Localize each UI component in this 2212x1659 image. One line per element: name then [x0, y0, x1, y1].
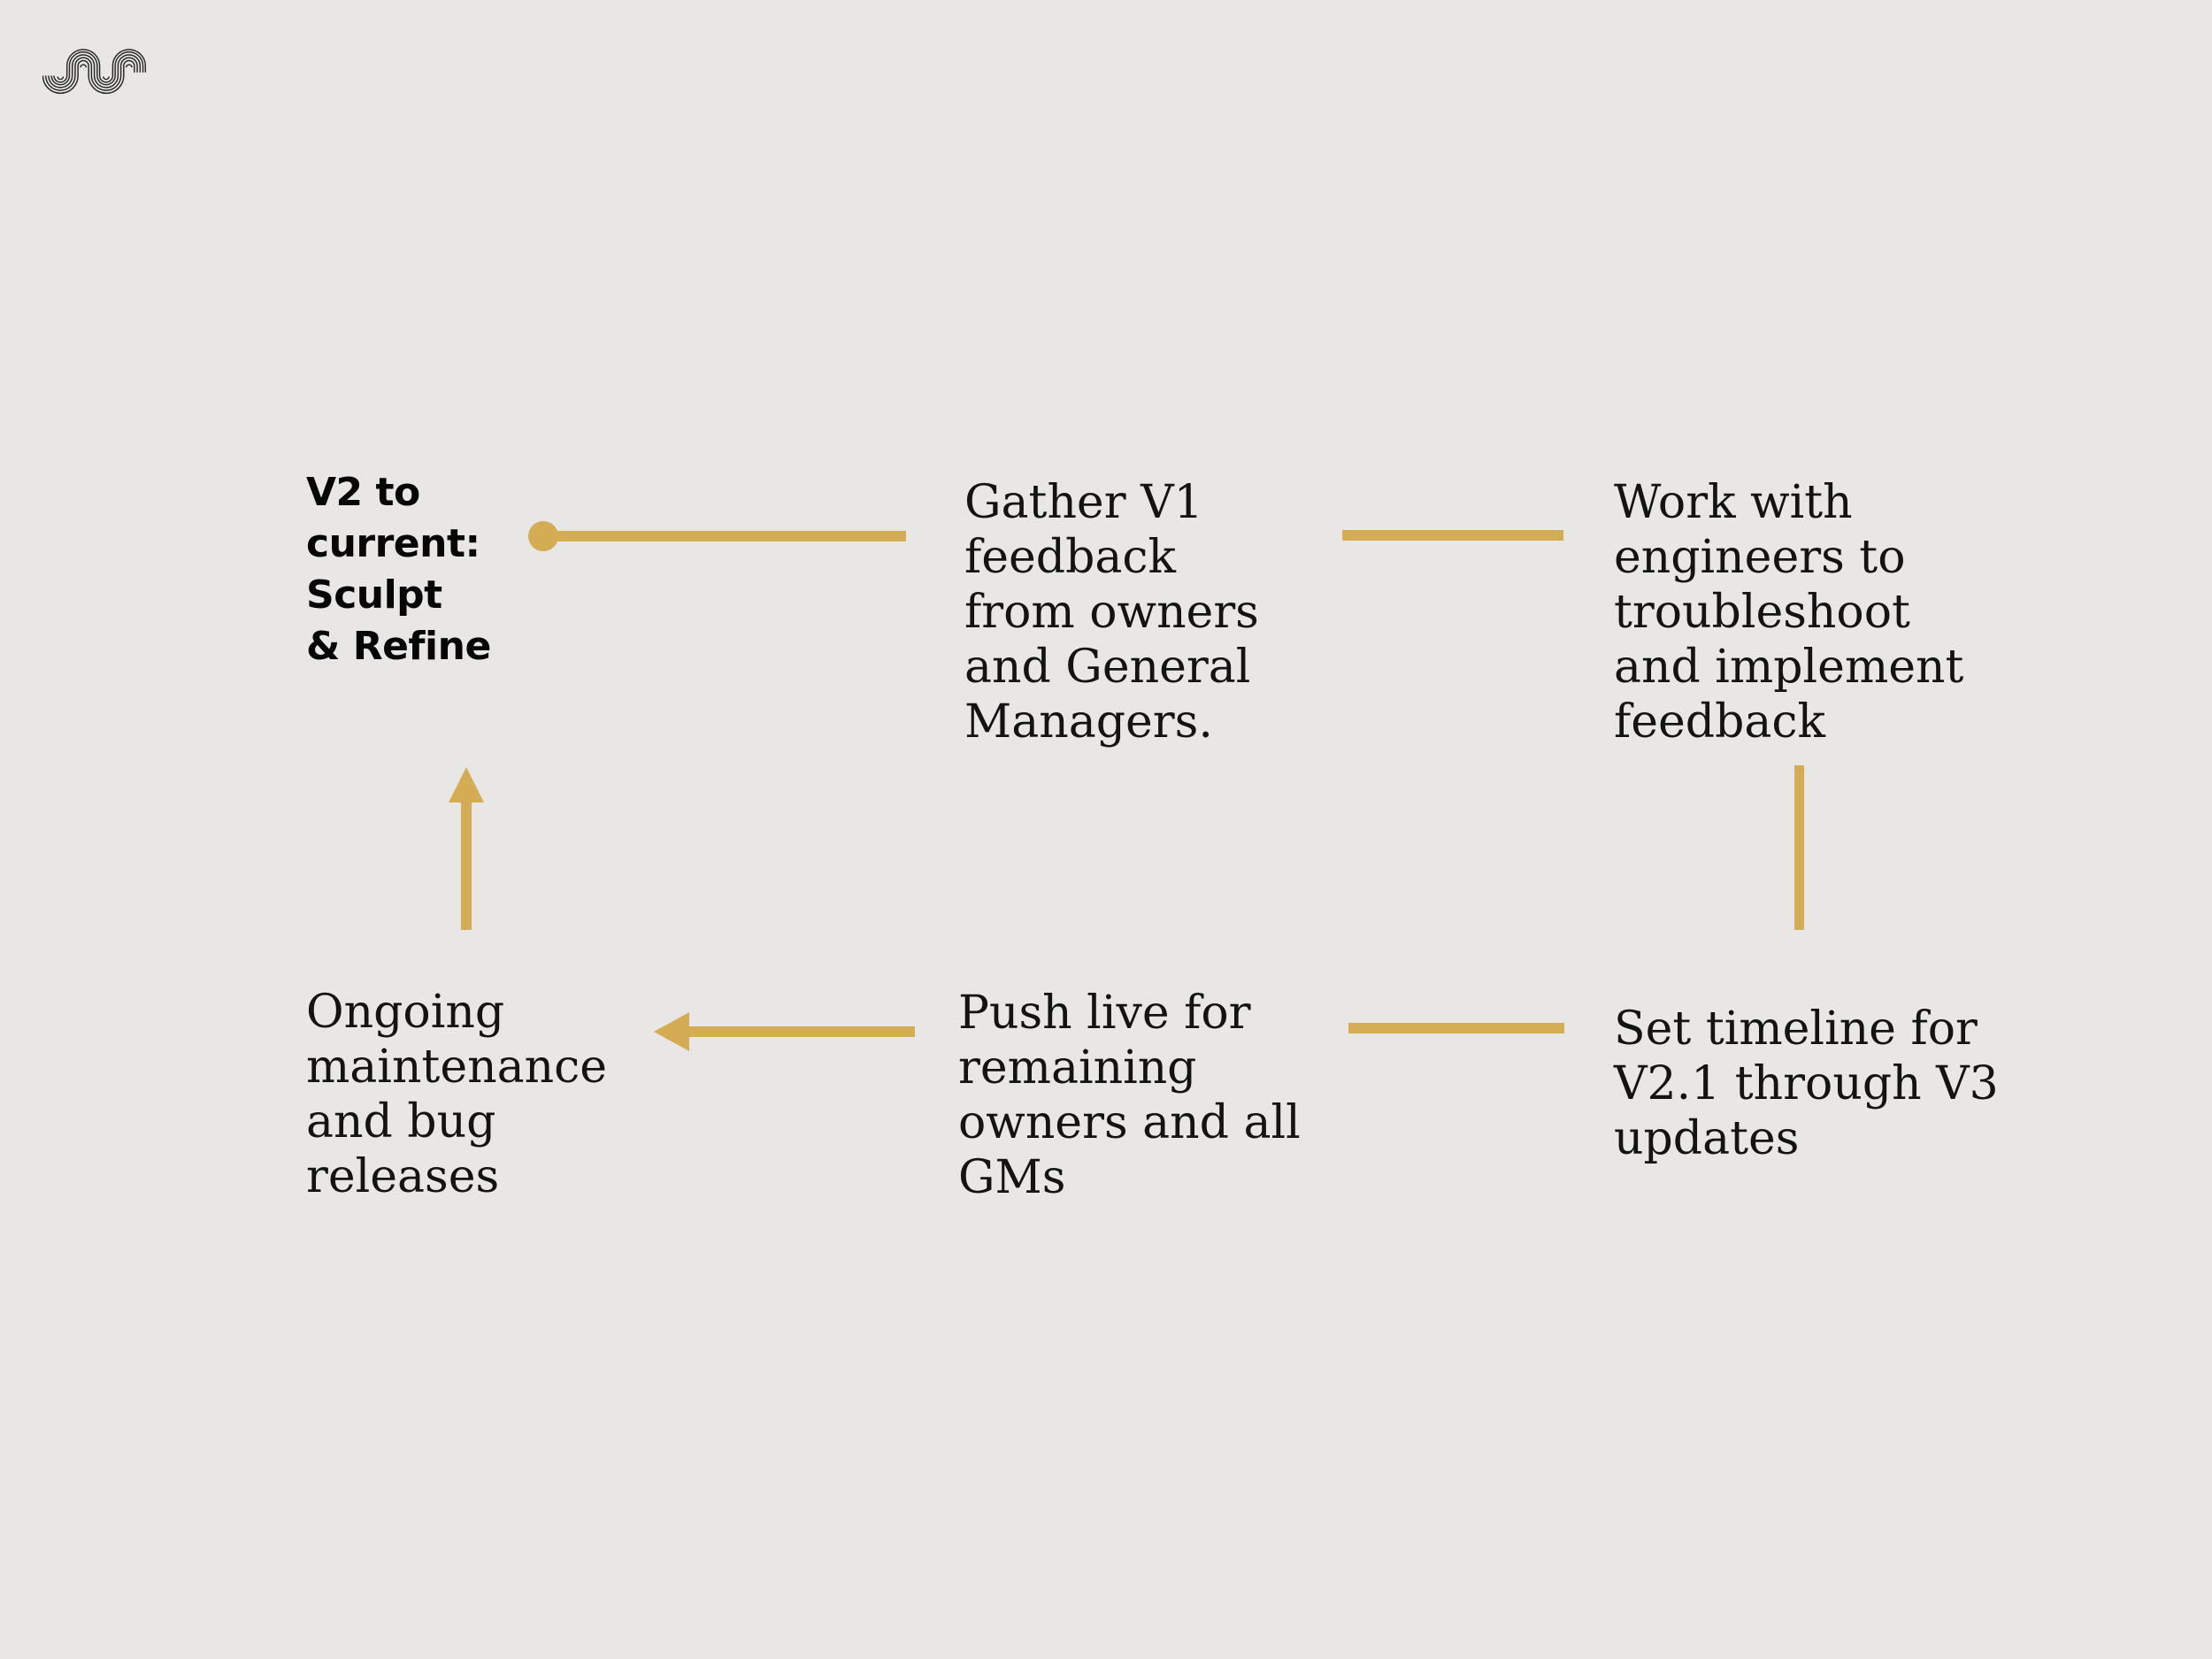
- connector-work-to-timeline: [1794, 765, 1804, 930]
- arrow-up-icon: [449, 767, 484, 803]
- arrow-shaft: [687, 1026, 915, 1037]
- step-text-ongoing-maintenance: Ongoing maintenance and bug releases: [306, 986, 607, 1203]
- connector-timeline-to-push: [1348, 1023, 1564, 1033]
- connector-line: [543, 531, 906, 541]
- step-text-gather-feedback: Gather V1 feedback from owners and Gener…: [964, 476, 1259, 749]
- step-text-set-timeline: Set timeline for V2.1 through V3 updates: [1614, 1002, 1999, 1165]
- phase-title: V2 to current: Sculpt & Refine: [306, 470, 491, 669]
- wave-monogram-logo-icon: [42, 49, 147, 95]
- step-text-push-live: Push live for remaining owners and all G…: [958, 987, 1301, 1204]
- step-text-work-with-engineers: Work with engineers to troubleshoot and …: [1614, 476, 1964, 749]
- arrow-shaft: [461, 801, 472, 930]
- arrow-left-icon: [654, 1012, 689, 1051]
- connector-gather-to-work: [1342, 530, 1563, 541]
